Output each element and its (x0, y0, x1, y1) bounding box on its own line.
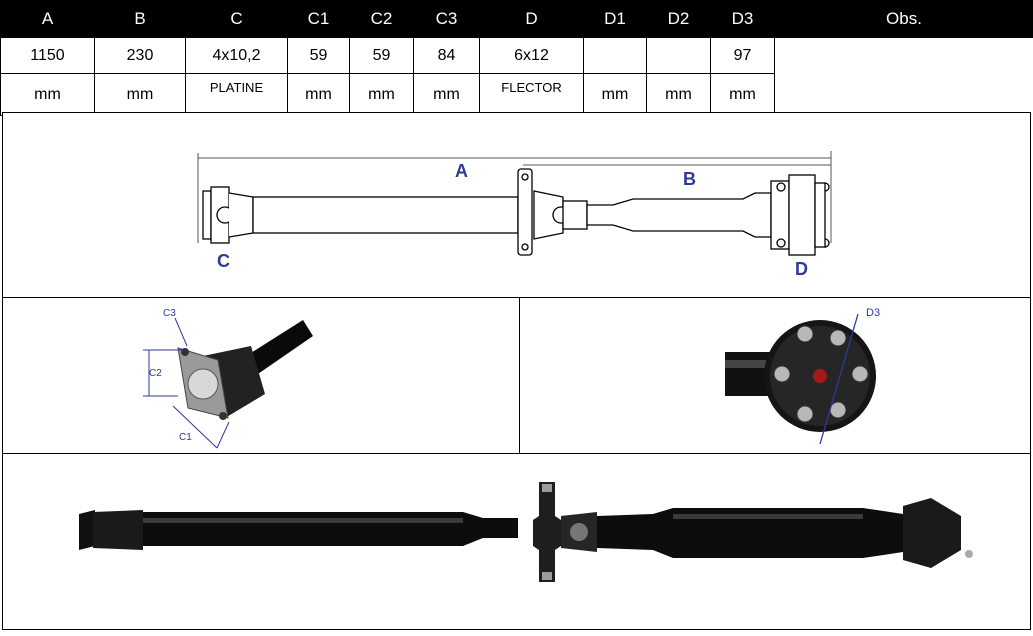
dimension-label-d3: D3 (866, 307, 880, 319)
unit-cell: PLATINE (186, 74, 288, 116)
value-cell: 59 (288, 38, 350, 74)
header-cell: D3 (711, 1, 775, 38)
flange-detail-illustration: C3 C2 C1 (3, 298, 522, 456)
header-cell: D2 (647, 1, 711, 38)
value-cell (647, 38, 711, 74)
header-row: A B C C1 C2 C3 D D1 D2 D3 Obs. (1, 1, 1033, 38)
dimension-label-a: A (455, 161, 468, 181)
value-cell: 6x12 (480, 38, 584, 74)
header-cell: C2 (350, 1, 414, 38)
driveshaft-photo (3, 454, 1032, 631)
value-cell: 84 (414, 38, 480, 74)
value-cell: 4x10,2 (186, 38, 288, 74)
dimension-label-c1: C1 (179, 432, 192, 443)
header-cell: D1 (584, 1, 647, 38)
technical-drawing-panel: A B C D (2, 112, 1031, 299)
unit-cell: mm (288, 74, 350, 116)
header-cell: A (1, 1, 95, 38)
header-cell: B (95, 1, 186, 38)
unit-cell: mm (414, 74, 480, 116)
unit-cell: mm (350, 74, 414, 116)
unit-cell: mm (647, 74, 711, 116)
flector-detail-illustration: D3 (520, 298, 1032, 456)
dimension-label-c2: C2 (149, 368, 162, 379)
header-cell: C3 (414, 1, 480, 38)
header-cell: C1 (288, 1, 350, 38)
value-cell: 1150 (1, 38, 95, 74)
flector-detail-panel: D3 (519, 297, 1031, 455)
header-cell: D (480, 1, 584, 38)
unit-cell: mm (711, 74, 775, 116)
value-cell: 230 (95, 38, 186, 74)
value-cell (584, 38, 647, 74)
dimension-label-c: C (217, 251, 230, 271)
dimension-label-d: D (795, 259, 808, 279)
unit-cell: mm (1, 74, 95, 116)
dimension-label-c3: C3 (163, 308, 176, 319)
dimension-label-b: B (683, 169, 696, 189)
header-cell: C (186, 1, 288, 38)
value-cell: 97 (711, 38, 775, 74)
driveshaft-technical-drawing: A B C D (3, 113, 1032, 300)
unit-cell: FLECTOR (480, 74, 584, 116)
value-row: 1150 230 4x10,2 59 59 84 6x12 97 (1, 38, 1033, 74)
driveshaft-photo-panel (2, 453, 1031, 630)
obs-cell (775, 38, 1033, 116)
flange-detail-panel: C3 C2 C1 (2, 297, 521, 455)
unit-cell: mm (95, 74, 186, 116)
unit-cell: mm (584, 74, 647, 116)
spec-table: A B C C1 C2 C3 D D1 D2 D3 Obs. 1150 230 … (0, 0, 1033, 116)
header-cell-obs: Obs. (775, 1, 1033, 38)
value-cell: 59 (350, 38, 414, 74)
